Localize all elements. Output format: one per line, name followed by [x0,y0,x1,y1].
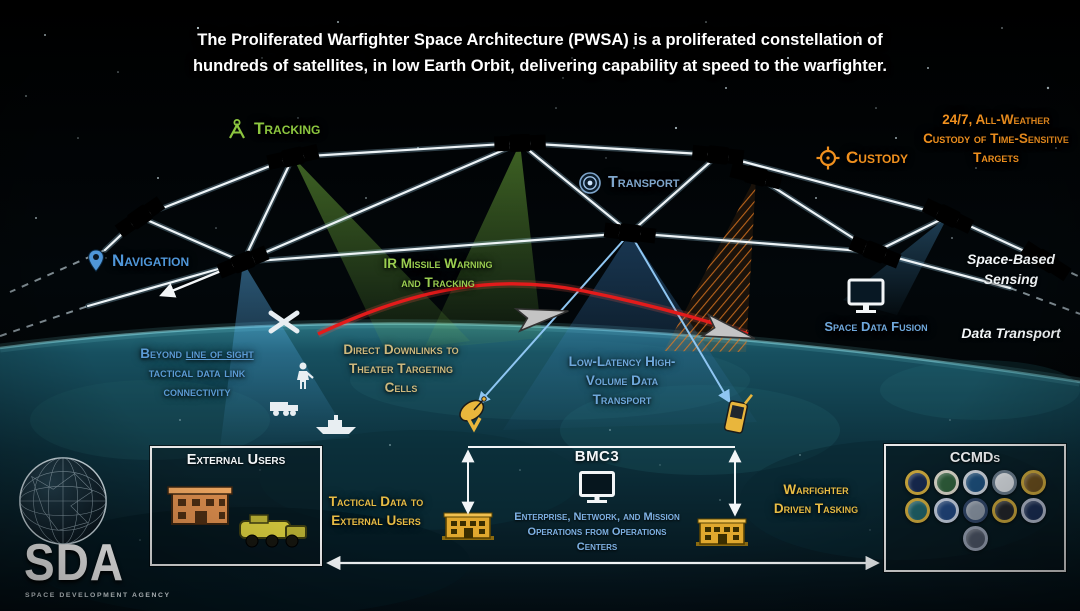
ship-icon [316,415,356,434]
warfighter-tasking-annotation: Warfighter Driven Tasking [773,482,859,517]
custody-note-annotation: 24/7, All-Weather Custody of Time-Sensit… [923,112,1069,166]
custody-satellite-icon [921,196,975,236]
beams [220,143,948,448]
sda-globe-icon [19,457,107,545]
armored-vehicle-icon [239,514,307,548]
bmc3-title: BMC3 [574,448,620,465]
transport-satellite-icon [847,234,903,270]
navigation-layer-text: Navigation [112,251,190,270]
soldier-icon [297,362,314,389]
beyond-los-pre: Beyond [140,346,186,361]
ccmd-seals [886,466,1064,551]
title-line2: hundreds of satellites, in low Earth Orb… [192,56,888,75]
external-users-title: External Users [186,452,286,468]
satellite-dish-icon [459,396,487,433]
ops-center-building-icon [696,518,748,546]
bmc3-node: BMC3 Enterprise, Network, and Mission Op… [512,448,682,556]
ir-missile-warning-annotation: IR Missile Warning and Tracking [383,256,493,291]
missile-icon [513,307,569,333]
navigation-beam [220,262,350,448]
external-users-panel: External Users [150,446,322,566]
handheld-terminal-icon [723,394,753,434]
beyond-los-annotation: Beyond line of sight tactical data link … [118,344,276,401]
ccmd-seal-icon [933,470,959,495]
missile-trajectory [316,279,756,340]
transport-layer-text: Transport [608,174,680,191]
ccmd-seal-icon [1020,498,1046,523]
ccmd-seal-icon [904,498,930,523]
tracking-layer-text: Tracking [254,119,321,138]
navigation-layer-label: Navigation [86,249,189,273]
ccmds-panel: CCMDs [884,444,1066,572]
tactical-data-annotation: Tactical Data to External Users [328,494,424,529]
tracking-antenna-icon [229,119,245,139]
direct-downlinks-annotation: Direct Downlinks to Theater Targeting Ce… [343,342,459,396]
transport-layer-label: Transport [578,171,680,195]
custody-layer-label: Custody [816,146,908,170]
monitor-icon [579,471,615,497]
transport-satellite-icon [691,143,745,167]
custody-sensing-beam [664,176,756,352]
space-data-fusion-label: Space Data Fusion [824,319,928,334]
transport-satellite-icon [603,221,657,245]
ground-icons [268,278,885,546]
ccmd-seal-icon [962,498,988,523]
tracking-layer-label: Tracking [226,118,320,140]
page-title: The Proliferated Warfighter Space Archit… [0,28,1080,79]
data-flow-connectors [326,446,880,571]
ccmds-title: CCMDs [949,450,1001,466]
ccmd-seal-icon [991,470,1017,495]
ir-sensing-beam-right [424,143,542,349]
ccmd-seal-icon [962,470,988,495]
sda-logo-name: SPACE DEVELOPMENT AGENCY [25,592,171,599]
starfield [25,21,1057,259]
space-based-sensing-label: Space-Based Sensing [967,251,1055,287]
bmc3-subtitle: Enterprise, Network, and Mission Operati… [514,511,680,554]
beyond-los-underlined: line of sight [185,346,254,361]
ccmd-seal-icon [904,470,930,495]
custody-layer-text: Custody [846,148,909,167]
navigation-pin-icon [88,249,104,272]
transport-rings-icon [579,172,601,194]
sda-logo-acronym: SDA [24,533,125,592]
tracking-satellite-icon [113,195,167,239]
missile-icon [700,312,756,340]
data-transport-label: Data Transport [961,325,1061,341]
external-building-icon [167,486,233,525]
ccmd-seal-icon [991,498,1017,523]
tracking-satellite-icon [494,133,546,153]
tracking-satellite-icon [266,142,320,172]
custody-crosshair-icon [816,146,840,170]
transport-wide-beam [503,233,757,430]
truck-icon [270,402,298,416]
title-line1: The Proliferated Warfighter Space Archit… [197,31,883,49]
aircraft-icon [268,310,300,334]
ccmd-seal-icon [1020,470,1046,495]
low-latency-annotation: Low-Latency High-Volume Data Transport [568,354,676,408]
ccmd-seal-icon [933,498,959,523]
ops-center-building-icon [442,512,494,540]
beyond-los-post: tactical data link connectivity [148,365,246,400]
ccmd-seal-icon [962,526,988,551]
fusion-monitor-icon [847,278,885,313]
ir-sensing-beam-left [293,157,470,352]
